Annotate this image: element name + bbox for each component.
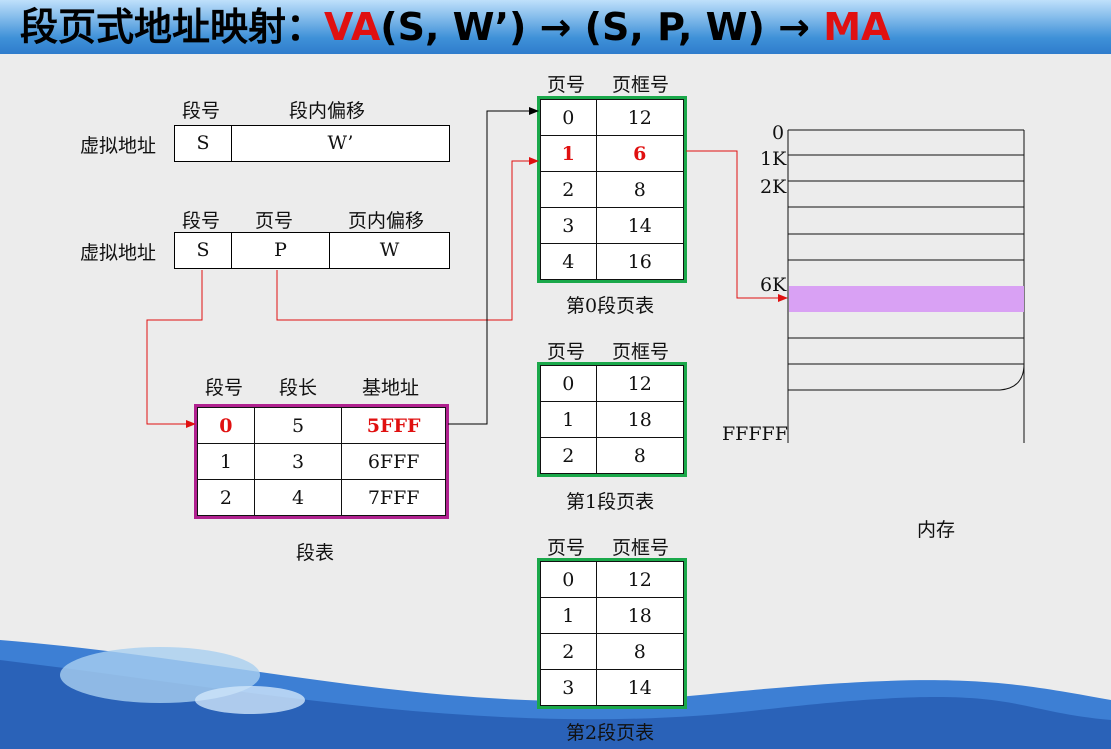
pt0-caption: 第0段页表: [566, 295, 655, 317]
mem-label-6k: 6K: [760, 274, 787, 296]
va2-header-offset: 页内偏移: [348, 210, 425, 232]
mem-label-1k: 1K: [760, 148, 787, 170]
mem-label-0: 0: [772, 122, 785, 144]
page-title: 段页式地址映射：VA(S, W’) → (S, P, W) → MA: [20, 1, 890, 53]
va2-label: 虚拟地址: [80, 242, 157, 264]
pt2-header-page: 页号: [547, 537, 586, 559]
va2-header-page: 页号: [255, 210, 294, 232]
arrow-frame-to-memory: [686, 150, 788, 302]
seg-cell: 4: [253, 479, 343, 516]
pt-cell: 8: [595, 437, 685, 474]
seg-cell: 6FFF: [341, 443, 446, 480]
pt1-header-frame: 页框号: [612, 341, 670, 363]
pt-cell: 0: [540, 99, 597, 136]
pt2-caption: 第2段页表: [566, 722, 655, 744]
pt-cell: 1: [540, 401, 597, 438]
arrow-p-to-page: [276, 157, 539, 321]
va2-w-cell: W: [329, 232, 450, 269]
pt-cell: 1: [540, 135, 597, 172]
decorative-wave: [0, 640, 1111, 749]
mem-label-fffff: FFFFF: [722, 423, 788, 445]
pt-cell: 12: [595, 365, 685, 402]
pt-cell: 6: [595, 135, 685, 172]
seg-cell: 3: [253, 443, 343, 480]
va2-p-cell: P: [231, 232, 330, 269]
va2-header-seg: 段号: [182, 210, 221, 232]
seg-table-header-seg: 段号: [205, 377, 244, 399]
va1-label: 虚拟地址: [80, 135, 157, 157]
pt-cell: 18: [595, 401, 685, 438]
pt-cell: 0: [540, 365, 597, 402]
title-part1: 段页式地址映射：: [20, 5, 325, 49]
pt-cell: 2: [540, 171, 597, 208]
pt-cell: 2: [540, 633, 597, 670]
pt-cell: 18: [595, 597, 685, 634]
seg-cell: 5FFF: [341, 407, 446, 444]
pt-cell: 8: [595, 633, 685, 670]
seg-table-header-len: 段长: [279, 377, 318, 399]
pt1-header-page: 页号: [547, 341, 586, 363]
pt-cell: 16: [595, 243, 685, 280]
arrow-base-to-pagetable: [448, 107, 539, 425]
title-bar: 段页式地址映射：VA(S, W’) → (S, P, W) → MA: [0, 0, 1111, 54]
va1-header-seg: 段号: [182, 100, 221, 122]
title-va: VA: [324, 5, 381, 49]
pt0-header-frame: 页框号: [612, 74, 670, 96]
pt-cell: 0: [540, 561, 597, 598]
va1-w-cell: W’: [231, 125, 450, 162]
pt-cell: 12: [595, 99, 685, 136]
memory-caption: 内存: [917, 519, 956, 541]
pt-cell: 12: [595, 561, 685, 598]
seg-cell: 7FFF: [341, 479, 446, 516]
va1-s-cell: S: [174, 125, 232, 162]
mem-label-2k: 2K: [760, 176, 787, 198]
pt-cell: 2: [540, 437, 597, 474]
pt1-caption: 第1段页表: [566, 491, 655, 513]
seg-table-caption: 段表: [296, 542, 335, 564]
seg-table-header-base: 基地址: [362, 377, 420, 399]
title-ma: MA: [823, 5, 891, 49]
pt-cell: 14: [595, 669, 685, 706]
pt0-header-page: 页号: [547, 74, 586, 96]
pt2-header-frame: 页框号: [612, 537, 670, 559]
pt-cell: 4: [540, 243, 597, 280]
seg-cell: 5: [253, 407, 343, 444]
title-part2: (S, W’) → (S, P, W) →: [380, 5, 810, 49]
va1-header-offset: 段内偏移: [289, 100, 366, 122]
arrow-s-to-segment: [146, 270, 203, 428]
memory-highlight-block: [789, 286, 1024, 312]
seg-cell: 2: [197, 479, 255, 516]
